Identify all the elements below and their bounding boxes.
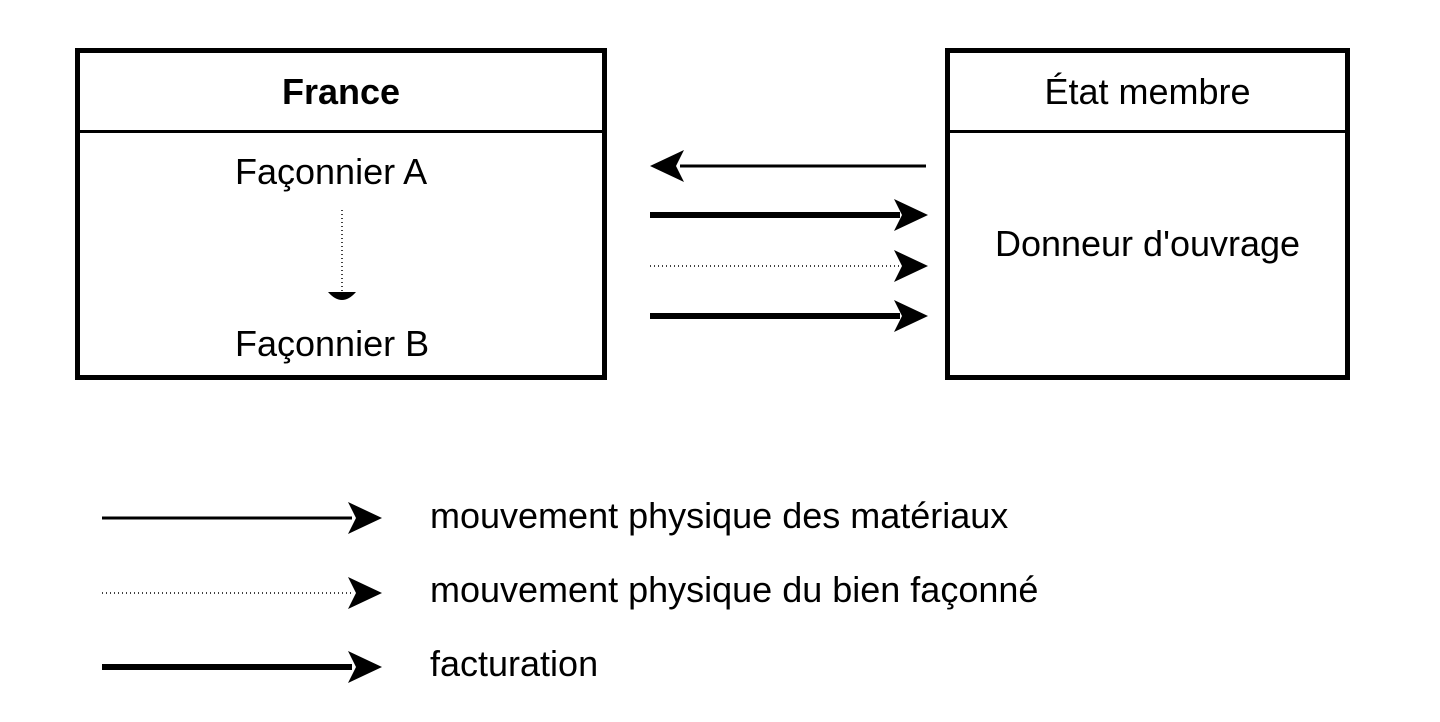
arrow-invoice-2-head <box>894 300 928 332</box>
arrow-a-to-b-head <box>328 292 356 300</box>
faconnier-a-label: Façonnier A <box>235 151 428 192</box>
legend-invoice-label: facturation <box>430 643 599 684</box>
arrow-invoice-1-head <box>894 199 928 231</box>
arrow-materials-to-france-head <box>650 150 684 182</box>
legend-dotted-line-head <box>348 577 382 609</box>
france-box-title: France <box>80 53 602 133</box>
legend-thin-line-head <box>348 502 382 534</box>
faconnier-b-label: Façonnier B <box>235 323 430 364</box>
legend-materials-label: mouvement physique des matériaux <box>430 495 1009 536</box>
member-state-box-title: État membre <box>950 53 1345 133</box>
france-box: France Façonnier A Façonnier B <box>75 48 607 380</box>
member-state-box: État membre Donneur d'ouvrage <box>945 48 1350 380</box>
legend-finished-good-label: mouvement physique du bien façonné <box>430 569 1039 610</box>
donneur-ouvrage-label: Donneur d'ouvrage <box>994 223 1301 264</box>
legend-thick-line-head <box>348 651 382 683</box>
arrow-finished-good-head <box>894 250 928 282</box>
